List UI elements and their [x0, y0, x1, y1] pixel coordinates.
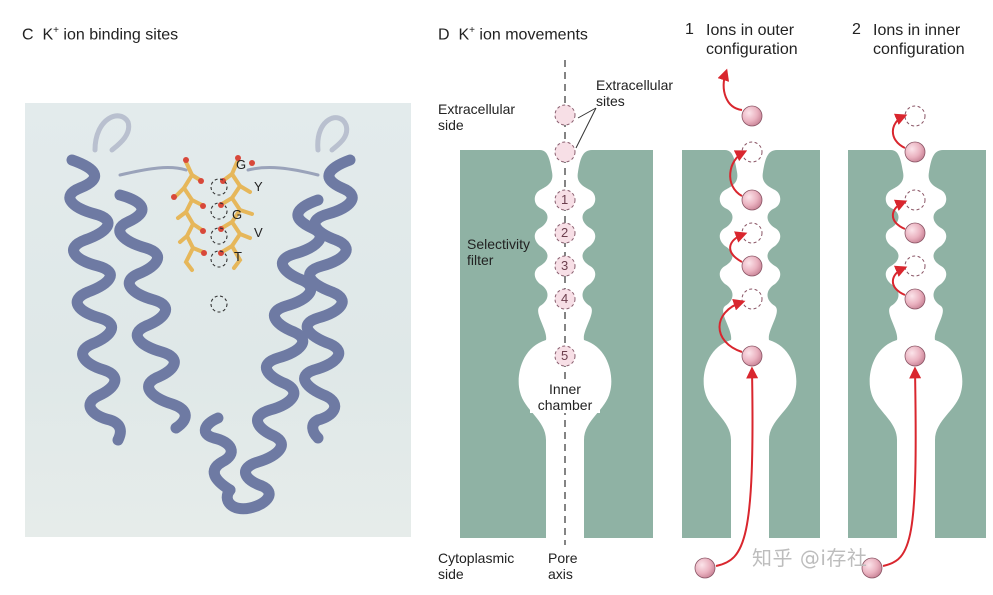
- membrane-left-c1: [682, 150, 738, 538]
- arrow-c2-enter: [882, 366, 922, 567]
- panel-d-title-sup: +: [469, 25, 475, 36]
- panel-c-title-k: K: [42, 26, 54, 44]
- arrow-c2-2: [891, 265, 908, 296]
- site-empty-c1-b: [741, 222, 763, 244]
- config1-arrows: [715, 68, 759, 567]
- panel-d-membrane: [460, 150, 653, 538]
- site-empty-c1-a: [741, 141, 763, 163]
- residue-v: V: [254, 225, 263, 240]
- arrow-c2-exit: [891, 113, 908, 149]
- residue-y: Y: [254, 179, 263, 194]
- site-number-1: 1: [561, 192, 569, 207]
- inner-chamber-label: Inner chamber: [530, 381, 600, 413]
- ion-c1-cytoplasm: [694, 557, 716, 579]
- extracellular-side-label: Extracellular side: [438, 101, 516, 133]
- config1-membrane: [682, 150, 820, 538]
- helix-inner-left: [114, 189, 191, 434]
- config1-ions: [694, 105, 763, 579]
- panel-d-letter: D: [438, 26, 450, 44]
- cytoplasmic-side-label: Cytoplasmic side: [438, 550, 515, 582]
- site-number-4: 4: [561, 291, 569, 306]
- config1-title: Ions in outer configuration: [706, 22, 798, 58]
- helix-inner-right: [221, 194, 326, 515]
- ion-c1-site3: [741, 255, 763, 277]
- watermark-text: 知乎 @i存社: [752, 546, 868, 570]
- site-c1: [210, 178, 228, 196]
- config2-ions: [861, 105, 926, 579]
- filter-residues-right: [220, 158, 254, 270]
- ion-binding-sites: [210, 178, 228, 313]
- config2-arrows: [882, 113, 922, 567]
- site-c2: [210, 202, 228, 220]
- site-c4: [210, 250, 228, 268]
- config2-title: Ions in inner configuration: [873, 22, 965, 58]
- selectivity-filter-label: Selectivity filter: [467, 236, 531, 268]
- helix-outer-left: [64, 154, 126, 446]
- config1-number: 1: [685, 21, 694, 38]
- site-4: [554, 288, 576, 310]
- ion-c2-site2: [904, 222, 926, 244]
- pore-axis-label: Pore axis: [548, 550, 578, 582]
- helix-bottom-tail: [199, 412, 237, 496]
- extracellular-sites-leader: [575, 107, 597, 149]
- ion-c2-cytoplasm: [861, 557, 883, 579]
- oxygen-atoms: [171, 155, 255, 256]
- arrow-c1-enter: [715, 366, 759, 567]
- arrow-c1-3: [718, 298, 746, 353]
- panel-d-title-k: K: [458, 26, 470, 44]
- panel-c-title-rest: ion binding sites: [58, 26, 179, 44]
- ion-c2-chamber: [904, 345, 926, 367]
- loop-right: [315, 115, 350, 153]
- membrane-right-c1: [762, 150, 820, 538]
- protein-ribbon: [64, 113, 358, 515]
- site-empty-c2-c: [904, 255, 926, 277]
- arrow-c1-exit: [717, 68, 743, 111]
- site-extracellular-1: [554, 104, 576, 126]
- site-number-5: 5: [561, 348, 569, 363]
- site-2: [554, 222, 576, 244]
- membrane-right-d: [577, 150, 653, 538]
- site-number-3: 3: [561, 258, 569, 273]
- site-3: [554, 255, 576, 277]
- residue-t: T: [234, 249, 242, 264]
- helix-outer-right: [299, 154, 358, 444]
- loop-connector-right: [246, 166, 320, 177]
- panel-d-title: D K+ ion movements: [438, 22, 588, 43]
- site-extracellular-2: [554, 141, 576, 163]
- site-empty-c1-c: [741, 288, 763, 310]
- ion-c1-chamber: [741, 345, 763, 367]
- panel-c-letter: C: [22, 26, 34, 44]
- residue-g2: G: [232, 207, 243, 222]
- site-c3: [210, 227, 228, 245]
- panel-c-title: C K+ ion binding sites: [22, 22, 178, 43]
- arrow-c1-1: [729, 150, 748, 197]
- membrane-left-c2: [848, 150, 904, 538]
- site-c5: [210, 295, 228, 313]
- ion-c1-extracellular: [741, 105, 763, 127]
- ion-c2-extracellular: [904, 141, 926, 163]
- site-1: [554, 189, 576, 211]
- arrow-c2-1: [891, 199, 908, 230]
- site-empty-c2-b: [904, 189, 926, 211]
- panel-c-title-sup: +: [53, 25, 59, 36]
- membrane-right-c2: [928, 150, 986, 538]
- site-empty-c2-a: [904, 105, 926, 127]
- site-number-2: 2: [561, 225, 569, 240]
- residue-g1: G: [236, 157, 247, 172]
- ion-c1-site1: [741, 189, 763, 211]
- membrane-left-d: [460, 150, 553, 538]
- loop-left: [92, 113, 132, 153]
- panel-d-title-rest: ion movements: [474, 26, 588, 44]
- config2-number: 2: [852, 21, 861, 38]
- arrow-c1-2: [729, 231, 748, 263]
- pore-sites-d: [554, 104, 576, 367]
- extracellular-sites-label: Extracellular sites: [596, 77, 674, 109]
- site-5: [554, 345, 576, 367]
- filter-residues-left: [174, 160, 205, 272]
- ion-c2-site4: [904, 288, 926, 310]
- config2-membrane: [848, 150, 986, 538]
- loop-connector-left: [118, 166, 188, 177]
